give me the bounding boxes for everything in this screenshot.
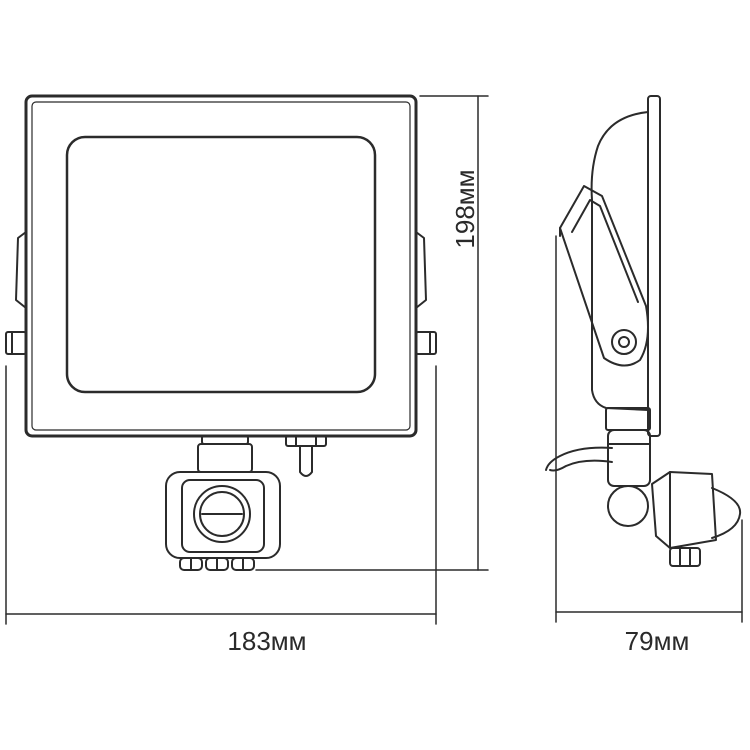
width-label: 183мм xyxy=(227,626,307,656)
cable-gland xyxy=(285,435,327,477)
housing-inner xyxy=(31,101,411,431)
side-front-plate xyxy=(647,95,661,437)
side-cable xyxy=(545,446,613,472)
front-view xyxy=(5,94,437,571)
sensor-adjust-knobs xyxy=(179,557,255,571)
depth-label: 79мм xyxy=(624,626,690,656)
housing-outer xyxy=(24,94,418,438)
side-sensor-holder xyxy=(607,429,651,487)
side-sensor-foot xyxy=(669,547,701,567)
left-bracket xyxy=(15,231,27,309)
height-label: 198мм xyxy=(450,169,480,249)
sensor-lens xyxy=(199,491,245,537)
dimension-lines xyxy=(5,95,743,625)
side-sensor-pivot xyxy=(607,485,649,527)
side-sensor-head xyxy=(651,471,717,549)
left-knob xyxy=(5,331,27,355)
sensor-lens-ring xyxy=(193,485,251,543)
lens xyxy=(65,135,377,394)
side-bracket-arm xyxy=(559,185,649,367)
side-view xyxy=(545,95,742,567)
side-pivot-inner xyxy=(618,336,630,348)
side-sensor-dome xyxy=(711,487,742,539)
sensor-neck xyxy=(197,443,253,473)
side-pivot-outer xyxy=(611,329,637,355)
side-neck xyxy=(605,407,651,431)
sensor-body-inner xyxy=(181,479,265,553)
side-rear-housing xyxy=(590,111,649,411)
right-knob xyxy=(415,331,437,355)
right-bracket xyxy=(415,231,427,309)
